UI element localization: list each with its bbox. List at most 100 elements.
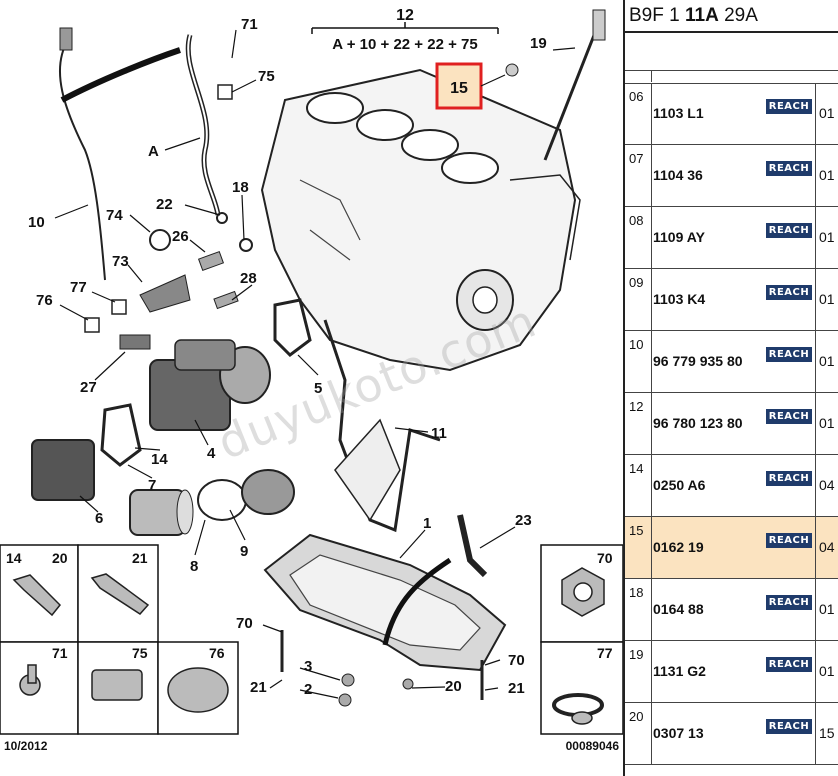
inset-label-75: 75 [132, 645, 148, 661]
callout-21-right[interactable]: 21 [508, 680, 525, 697]
callout-1[interactable]: 1 [423, 515, 431, 532]
callout-6[interactable]: 6 [95, 510, 103, 527]
callout-4[interactable]: 4 [207, 445, 216, 462]
engine-block-drawing [260, 68, 581, 372]
callout-3[interactable]: 3 [304, 658, 312, 675]
parts-row-10[interactable]: 10 96 779 935 80 REACH 01 [625, 331, 838, 393]
inset-label-71: 71 [52, 645, 68, 661]
callout-74[interactable]: 74 [106, 207, 123, 224]
oil-filter-housing-drawing [149, 339, 271, 431]
diagram-date: 10/2012 [4, 739, 48, 753]
part-position: 20 [629, 709, 644, 724]
part-quantity: 15 [819, 725, 835, 741]
callout-20[interactable]: 20 [445, 678, 462, 695]
part-position: 07 [629, 151, 644, 166]
part-quantity: 01 [819, 601, 835, 617]
part-position: 19 [629, 647, 644, 662]
callout-23[interactable]: 23 [515, 512, 532, 529]
reach-badge: REACH [766, 719, 812, 734]
callout-15[interactable]: 15 [450, 80, 468, 97]
part-reference: 0162 19 [653, 539, 704, 555]
part-reference: 1109 AY [653, 229, 705, 245]
part-position: 06 [629, 89, 644, 104]
part-position: 08 [629, 213, 644, 228]
callout-27[interactable]: 27 [80, 379, 97, 396]
inset-label-70: 70 [597, 550, 613, 566]
part-reference: 0164 88 [653, 601, 704, 617]
parts-row-09[interactable]: 09 1103 K4 REACH 01 [625, 269, 838, 331]
part-reference: 96 779 935 80 [653, 353, 743, 369]
callout-9[interactable]: 9 [240, 543, 248, 560]
callout-7[interactable]: 7 [148, 477, 156, 494]
callout-2[interactable]: 2 [304, 681, 312, 698]
callout-8[interactable]: 8 [190, 558, 198, 575]
part-reference: 1103 K4 [653, 291, 706, 307]
oil-pan-drawing [263, 533, 507, 672]
part-quantity: 01 [819, 663, 835, 679]
part-position: 10 [629, 337, 644, 352]
oil-cooler-drawing [31, 439, 95, 501]
part-position: 14 [629, 461, 644, 476]
part-position: 18 [629, 585, 644, 600]
callout-28[interactable]: 28 [240, 270, 257, 287]
callout-A[interactable]: A [148, 143, 159, 160]
callout-18[interactable]: 18 [232, 179, 249, 196]
part-reference: 1104 36 [653, 167, 703, 183]
panel-header: B9F 1 11A 29A [625, 0, 838, 33]
part-quantity: 01 [819, 291, 835, 307]
callout-5[interactable]: 5 [314, 380, 322, 397]
exploded-diagram: 12 A + 10 + 22 + 22 + 75 15 71 75 A 10 7… [0, 7, 623, 753]
reach-badge: REACH [766, 99, 812, 114]
callout-11[interactable]: 11 [431, 425, 447, 442]
inset-label-77: 77 [597, 645, 613, 661]
callout-22[interactable]: 22 [156, 196, 173, 213]
callout-76[interactable]: 76 [36, 292, 53, 309]
part-quantity: 04 [819, 539, 835, 555]
callout-14[interactable]: 14 [151, 451, 168, 468]
part-quantity: 01 [819, 167, 835, 183]
group-formula: A + 10 + 22 + 22 + 75 [332, 36, 477, 53]
callout-10[interactable]: 10 [28, 214, 45, 231]
reach-badge: REACH [766, 471, 812, 486]
part-reference: 1131 G2 [653, 663, 706, 679]
reach-badge: REACH [766, 285, 812, 300]
inset-label-21: 21 [132, 550, 148, 566]
part-quantity: 01 [819, 353, 835, 369]
callout-70-right[interactable]: 70 [508, 652, 525, 669]
part-position: 15 [629, 523, 644, 538]
parts-list-panel: B9F 1 11A 29A 06 1103 L1 REACH 01 07 1104 36 R… [623, 0, 838, 776]
part-quantity: 01 [819, 105, 835, 121]
dipstick-drawing [58, 39, 106, 281]
callout-75[interactable]: 75 [258, 68, 275, 85]
callout-71[interactable]: 71 [241, 16, 258, 33]
reach-badge: REACH [766, 347, 812, 362]
panel-spacer-row [625, 70, 838, 84]
parts-row-18[interactable]: 18 0164 88 REACH 01 [625, 579, 838, 641]
callout-77[interactable]: 77 [70, 279, 87, 296]
callout-70[interactable]: 70 [236, 615, 253, 632]
diagram-drawing: 12 A + 10 + 22 + 22 + 75 15 71 75 A 10 7… [0, 7, 623, 753]
reach-badge: REACH [766, 223, 812, 238]
inset-label-20: 20 [52, 550, 68, 566]
part-quantity: 04 [819, 477, 835, 493]
part-position: 09 [629, 275, 644, 290]
part-quantity: 01 [819, 415, 835, 431]
callout-19[interactable]: 19 [530, 35, 547, 52]
reach-badge: REACH [766, 595, 812, 610]
callout-26[interactable]: 26 [172, 228, 189, 245]
reach-badge: REACH [766, 409, 812, 424]
dipstick-tube-drawing [185, 34, 221, 216]
callout-21[interactable]: 21 [250, 679, 267, 696]
part-reference: 1103 L1 [653, 105, 704, 121]
parts-row-06[interactable]: 06 1103 L1 REACH 01 [625, 83, 838, 145]
callout-73[interactable]: 73 [112, 253, 129, 270]
part-position: 12 [629, 399, 644, 414]
drawing-number: 00089046 [566, 739, 620, 753]
